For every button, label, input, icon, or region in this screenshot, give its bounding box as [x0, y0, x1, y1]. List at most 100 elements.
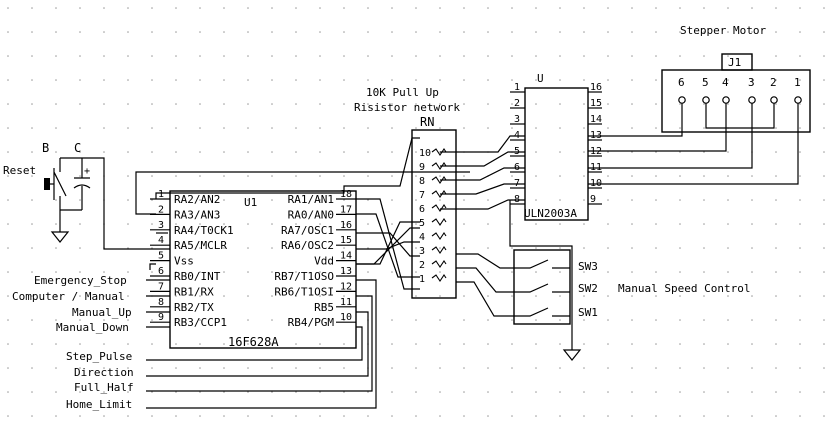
mcu-left-pin-name: RA5/MCLR [174, 239, 227, 252]
driver-left-pin-number: 3 [514, 114, 520, 125]
rn-title-line1: 10K Pull Up [366, 86, 439, 99]
motor-pin-label: 4 [722, 76, 729, 89]
mcu-left-pin-name: RB1/RX [174, 285, 214, 298]
mcu-right-pin-number: 16 [340, 220, 352, 231]
motor-title: Stepper Motor [680, 24, 766, 37]
rn-pin-number: 8 [419, 176, 425, 187]
rn-pin-number: 6 [419, 204, 425, 215]
mcu-left-pin-name: RA2/AN2 [174, 193, 220, 206]
mcu-left-pin-name: RB2/TX [174, 301, 214, 314]
motor-pin-label: 6 [678, 76, 685, 89]
mcu-ref: U1 [244, 196, 257, 209]
mcu-right-pin-number: 13 [340, 266, 352, 277]
mcu-right-pin-name: RB4/PGM [288, 316, 335, 329]
signal-step-pulse: Step_Pulse [66, 350, 132, 363]
reset-switch-ref: B [42, 141, 49, 155]
signal-manual-up: Manual_Up [72, 306, 132, 319]
rn-pin-number: 1 [419, 274, 425, 285]
motor-pin-terminal [702, 96, 710, 104]
mcu-left-pin-number: 7 [158, 281, 164, 292]
rn-resistor-element [431, 232, 447, 240]
rn-resistor-element [431, 204, 447, 212]
reset-label: Reset [3, 164, 36, 177]
rn-ref: RN [420, 115, 434, 129]
rn-pin-number: 3 [419, 246, 425, 257]
motor-pin-terminal [678, 96, 686, 104]
mcu-right-pin-name: RA6/OSC2 [281, 239, 334, 252]
switch-label-sw1: SW1 [578, 306, 598, 319]
driver-right-pin-number: 15 [590, 98, 602, 109]
mcu-right-pin-number: 14 [340, 251, 352, 262]
rn-resistor-element [431, 148, 447, 156]
rn-resistor-element [431, 218, 447, 226]
reset-circuit [44, 157, 170, 250]
mcu-part: 16F628A [228, 335, 279, 349]
driver-right-pin-number: 9 [590, 194, 596, 205]
motor-pin-terminal [770, 96, 778, 104]
signal-emergency-stop: Emergency_Stop [34, 274, 127, 287]
driver-left-pin-number: 2 [514, 98, 520, 109]
motor-pin-terminal [722, 96, 730, 104]
driver-right-pin-number: 16 [590, 82, 602, 93]
mcu-right-pin-number: 18 [340, 189, 352, 200]
mcu-left-pin-name: RA3/AN3 [174, 208, 220, 221]
signal-full-half: Full_Half [74, 381, 134, 394]
wiring [135, 110, 799, 409]
rn-resistor-element [431, 162, 447, 170]
mcu-left-pin-name: RB3/CCP1 [174, 316, 227, 329]
reset-cap-plus: + [84, 166, 90, 177]
switch-group-label: Manual Speed Control [618, 282, 750, 295]
motor-pin-terminal [748, 96, 756, 104]
signal-computer-manual: Computer / Manual [12, 290, 125, 303]
reset-cap-ref: C [74, 141, 81, 155]
mcu-left-pin-name: RB0/INT [174, 270, 221, 283]
rn-pin-number: 4 [419, 232, 425, 243]
mcu-right-pin-number: 10 [340, 312, 352, 323]
mcu-left-pin-number: 6 [158, 266, 164, 277]
motor-connector-tab [721, 53, 753, 71]
rn-resistor-element [431, 274, 447, 282]
driver-left-pin-number: 1 [514, 82, 520, 93]
rn-pin-number: 5 [419, 218, 425, 229]
motor-pin-label: 1 [794, 76, 801, 89]
rn-resistor-element [431, 246, 447, 254]
motor-pin-label: 2 [770, 76, 777, 89]
motor-pin-label: 5 [702, 76, 709, 89]
motor-ref: J1 [728, 56, 741, 69]
mcu-left-pin-number: 1 [158, 189, 164, 200]
reset-pushbutton-icon [44, 178, 50, 190]
switch-label-sw3: SW3 [578, 260, 598, 273]
mcu-right-pin-name: RA1/AN1 [288, 193, 334, 206]
manual-speed-switches [513, 249, 571, 325]
rn-resistor-element [431, 260, 447, 268]
mcu-left-pin-name: RA4/T0CK1 [174, 224, 234, 237]
mcu-right-pin-name: RA7/OSC1 [281, 224, 334, 237]
motor-pin-terminal [794, 96, 802, 104]
mcu-left-pin-name: Vss [174, 255, 194, 268]
rn-pin-number: 9 [419, 162, 425, 173]
rn-body [411, 129, 457, 299]
rn-pin-number: 7 [419, 190, 425, 201]
rn-resistor-element [431, 190, 447, 198]
mcu-right-pin-name: Vdd [314, 255, 334, 268]
mcu-left-pin-number: 5 [158, 251, 164, 262]
mcu-right-pin-name: RB7/T1OSO [274, 270, 334, 283]
mcu-right-pin-number: 17 [340, 204, 352, 215]
mcu-right-pin-name: RA0/AN0 [288, 208, 334, 221]
switch-label-sw2: SW2 [578, 282, 598, 295]
mcu-left-pin-number: 4 [158, 235, 164, 246]
rn-title-line2: Risistor network [354, 101, 460, 114]
mcu-right-pin-number: 12 [340, 281, 352, 292]
mcu-right-pin-name: RB5 [314, 301, 334, 314]
motor-pin-label: 3 [748, 76, 755, 89]
driver-ref: U [537, 72, 544, 85]
driver-part: ULN2003A [524, 207, 577, 220]
mcu-left-pin-number: 9 [158, 312, 164, 323]
mcu-left-pin-number: 8 [158, 297, 164, 308]
rn-resistor-element [431, 176, 447, 184]
mcu-right-pin-number: 15 [340, 235, 352, 246]
